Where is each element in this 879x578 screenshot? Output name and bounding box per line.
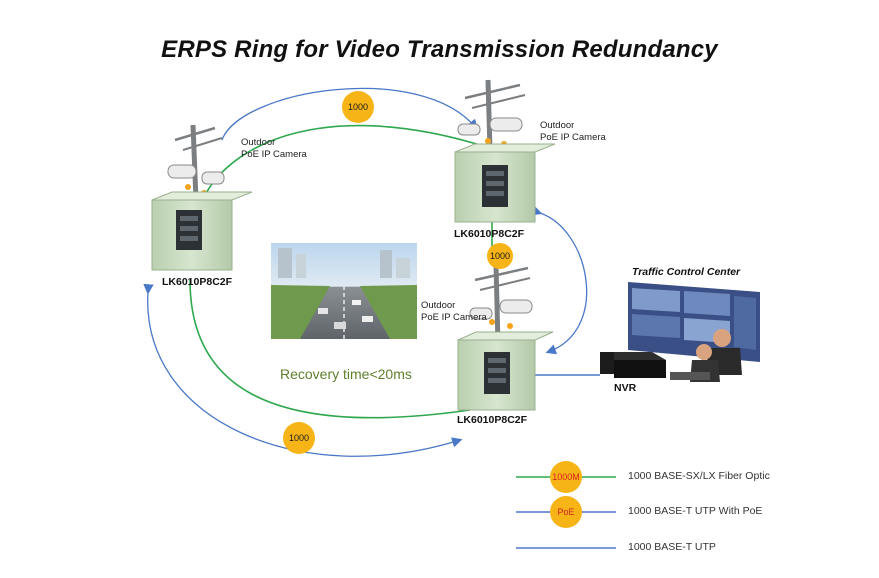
- utp-arc-top: [221, 87, 478, 141]
- traffic-control-center-label: Traffic Control Center: [632, 266, 741, 278]
- camera-label-top: Outdoor PoE IP Camera: [540, 120, 606, 143]
- link-badge-bottom-label: 1000: [288, 433, 310, 443]
- switch-model-bottom: LK6010P8C2F: [457, 414, 528, 426]
- nvr-label: NVR: [614, 382, 637, 394]
- highway-photo: [271, 243, 417, 339]
- legend-badge-poe: [550, 496, 582, 528]
- traffic-control-center-illustration: [628, 282, 760, 382]
- camera-icon-bottom: [469, 299, 533, 329]
- legend-badge-fiber-label: 1000M: [552, 472, 580, 482]
- link-badge-right: [487, 243, 513, 269]
- legend-text-utp: 1000 BASE-T UTP: [628, 541, 716, 553]
- legend-badge-poe-label: PoE: [557, 507, 575, 517]
- switch-node-bottom: [457, 264, 554, 411]
- link-badge-top: [342, 91, 374, 123]
- diagram-title: ERPS Ring for Video Transmission Redunda…: [161, 36, 718, 63]
- legend-text-poe: 1000 BASE-T UTP With PoE: [628, 505, 763, 517]
- link-badge-right-label: 1000: [489, 251, 511, 261]
- utp-arc-right: [530, 205, 588, 355]
- legend-text-fiber: 1000 BASE-SX/LX Fiber Optic: [628, 470, 770, 482]
- link-badge-bottom: [283, 422, 315, 454]
- camera-label-left: Outdoor PoE IP Camera: [241, 137, 307, 160]
- switch-model-left: LK6010P8C2F: [162, 276, 233, 288]
- switch-node-top: [454, 79, 556, 223]
- camera-label-bottom: Outdoor PoE IP Camera: [421, 300, 487, 323]
- switch-model-top: LK6010P8C2F: [454, 228, 525, 240]
- recovery-time-label: Recovery time<20ms: [280, 366, 412, 382]
- fiber-link-bottom: [189, 279, 471, 419]
- link-badge-top-label: 1000: [347, 102, 369, 112]
- switch-node-left: [151, 124, 253, 271]
- camera-icon-top: [457, 117, 523, 147]
- nvr-device-icon: [600, 352, 666, 378]
- utp-arc-bottom-left: [143, 283, 463, 457]
- legend-badge-fiber: [550, 461, 582, 493]
- camera-icon-left: [167, 164, 225, 196]
